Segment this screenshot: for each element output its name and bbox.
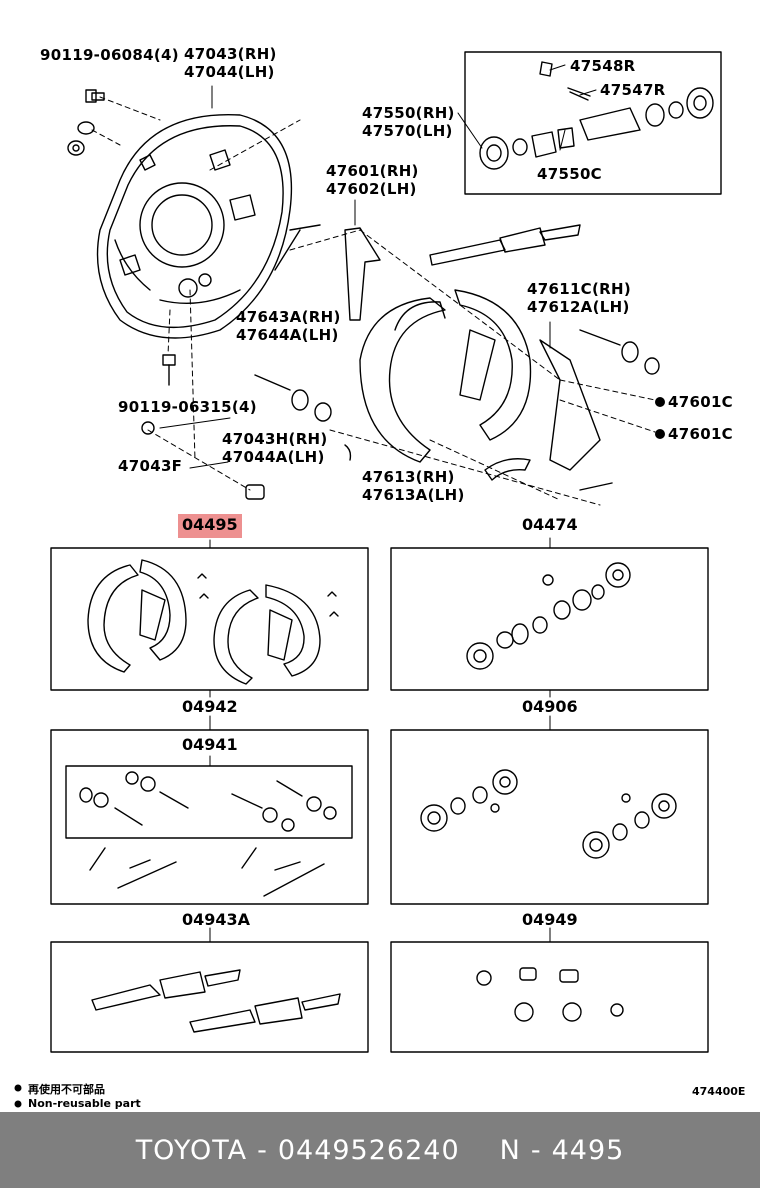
label-47613-rh[interactable]: 47613(RH)	[362, 468, 455, 486]
nonreusable-dot-1	[655, 397, 665, 407]
label-90119-06315[interactable]: 90119-06315(4)	[118, 398, 257, 416]
kit-box-04949	[390, 941, 709, 1053]
label-47043-rh[interactable]: 47043(RH)	[184, 45, 277, 63]
kit-04943a-adjusters	[91, 969, 341, 1033]
legend-nonreusable-jp: 再使用不可部品	[28, 1083, 105, 1096]
label-47550-rh[interactable]: 47550(RH)	[362, 104, 455, 122]
kit-label-04474[interactable]: 04474	[522, 515, 578, 534]
label-47601c-a[interactable]: 47601C	[668, 393, 733, 411]
bolts-drawing	[67, 89, 265, 500]
kit-04949-caps	[476, 967, 624, 1022]
kit-box-04906	[390, 729, 709, 905]
label-47547r[interactable]: 47547R	[600, 81, 666, 99]
kit-label-04495[interactable]: 04495	[182, 515, 238, 534]
kit-label-04943a[interactable]: 04943A	[182, 910, 251, 929]
label-47644a-lh[interactable]: 47644A(LH)	[236, 326, 339, 344]
legend-dot-2	[14, 1100, 22, 1108]
footer-separator-2: -	[530, 1134, 542, 1166]
selected-part-highlight	[178, 514, 242, 538]
diagram-code: 474400E	[692, 1085, 746, 1098]
footer-separator: -	[257, 1134, 268, 1166]
callout-lines	[159, 64, 597, 943]
kit-label-04949[interactable]: 04949	[522, 910, 578, 929]
brake-shoes-drawing	[344, 289, 613, 491]
label-90119-06084[interactable]: 90119-06084(4)	[40, 46, 179, 64]
legend-dot-1	[14, 1084, 22, 1092]
footer-n-value: 4495	[551, 1134, 625, 1166]
label-47611c-rh[interactable]: 47611C(RH)	[527, 280, 632, 298]
kit-04495-shoes	[87, 559, 339, 685]
label-47044-lh[interactable]: 47044(LH)	[184, 63, 275, 81]
kit-box-04474	[390, 547, 709, 691]
footer-brand: TOYOTA	[135, 1134, 248, 1166]
label-47550c[interactable]: 47550C	[537, 165, 602, 183]
label-47044a-lh[interactable]: 47044A(LH)	[222, 448, 325, 466]
footer-n-label: N	[499, 1134, 521, 1166]
legend-nonreusable-en: Non-reusable part	[28, 1097, 141, 1110]
label-47643a-rh[interactable]: 47643A(RH)	[236, 308, 341, 326]
kit-box-04942	[50, 729, 369, 905]
nonreusable-dot-2	[655, 429, 665, 439]
footer-part-number: 0449526240	[277, 1134, 460, 1166]
adjuster-drawing	[254, 224, 660, 422]
kit-label-04941[interactable]: 04941	[182, 735, 238, 754]
kit-04474-cylinder-parts	[466, 562, 631, 670]
kit-label-04906[interactable]: 04906	[522, 697, 578, 716]
wheel-cylinder-drawing	[464, 51, 722, 195]
label-47601c-b[interactable]: 47601C	[668, 425, 733, 443]
label-47043f[interactable]: 47043F	[118, 457, 183, 475]
label-47570-lh[interactable]: 47570(LH)	[362, 122, 453, 140]
label-47613a-lh[interactable]: 47613A(LH)	[362, 486, 465, 504]
label-47601-rh[interactable]: 47601(RH)	[326, 162, 419, 180]
kit-box-04943a	[50, 941, 369, 1053]
backing-plate-drawing	[96, 113, 293, 339]
leader-lines	[91, 96, 656, 506]
kit-04906-cylinder-parts	[420, 769, 677, 859]
footer-bar: TOYOTA - 0449526240 N - 4495	[0, 1112, 760, 1188]
label-47548r[interactable]: 47548R	[570, 57, 636, 75]
kit-label-04942[interactable]: 04942	[182, 697, 238, 716]
label-47043h-rh[interactable]: 47043H(RH)	[222, 430, 328, 448]
label-47612a-lh[interactable]: 47612A(LH)	[527, 298, 630, 316]
kit-04941-springs-pins	[79, 771, 337, 897]
label-47602-lh[interactable]: 47602(LH)	[326, 180, 417, 198]
kit-inner-box-04941	[65, 765, 353, 839]
kit-box-04495	[50, 547, 369, 691]
